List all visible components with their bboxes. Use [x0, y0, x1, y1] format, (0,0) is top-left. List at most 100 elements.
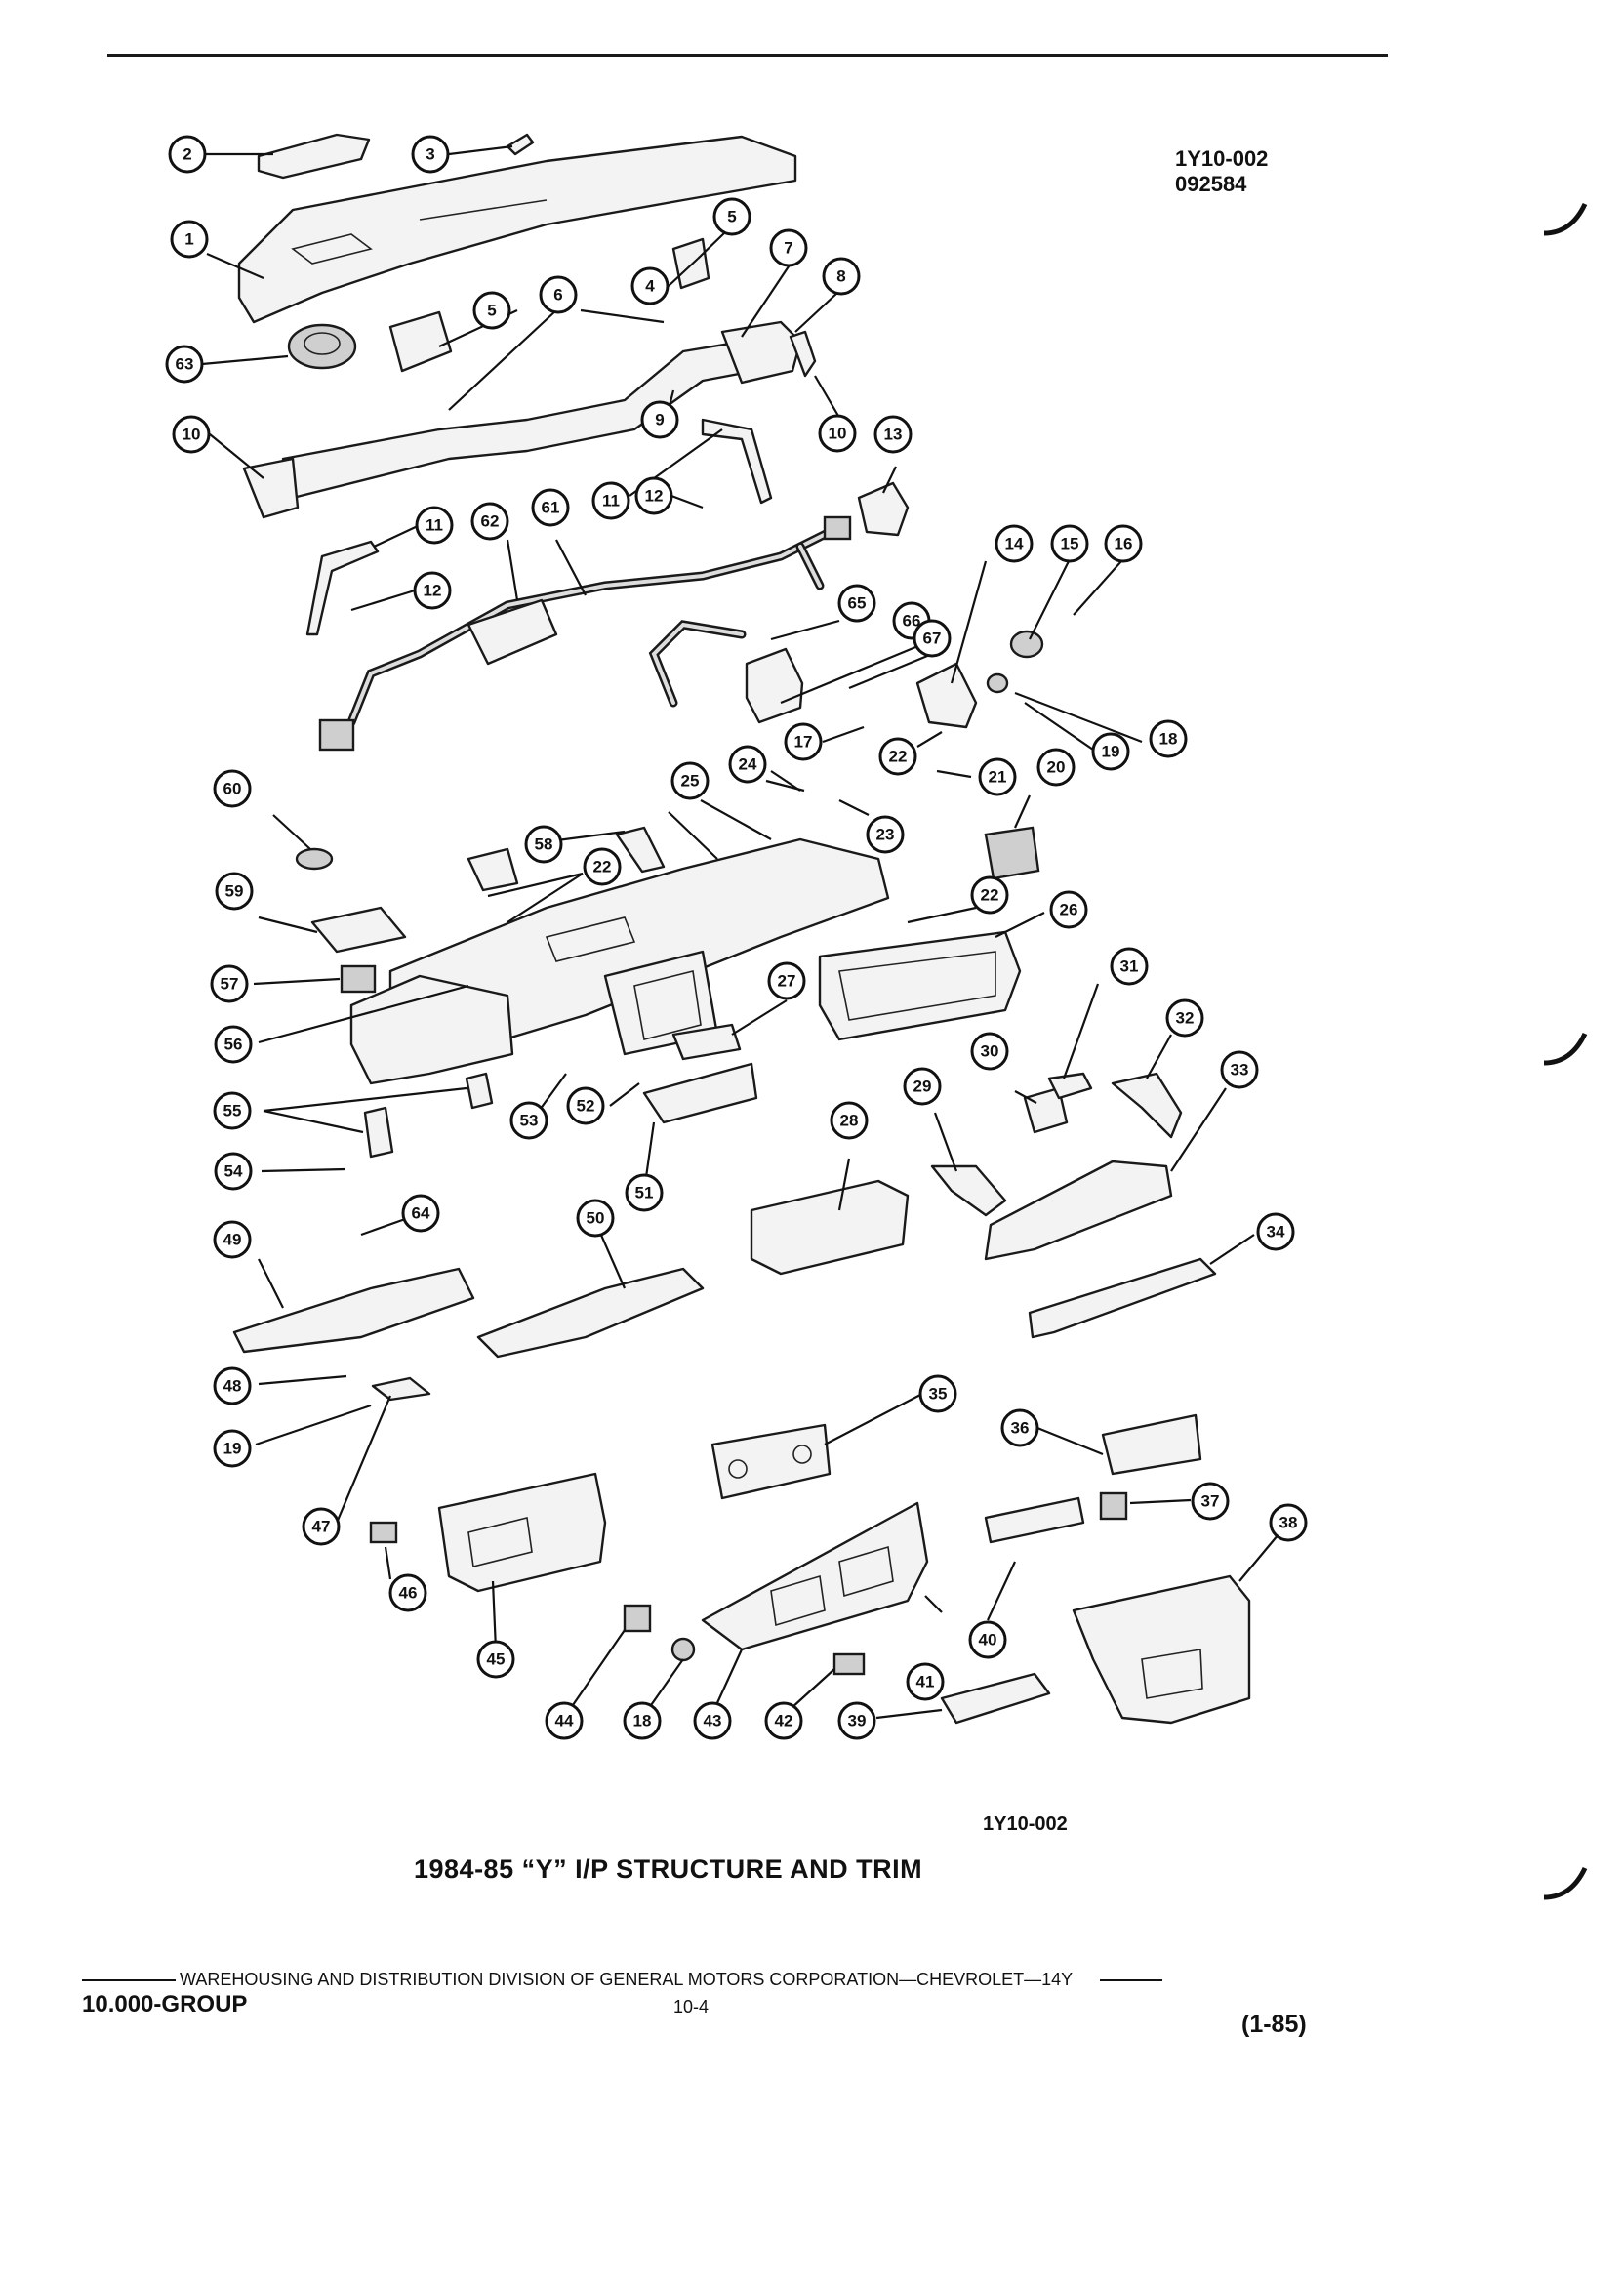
switch-20	[984, 826, 1040, 880]
beam-end-bracket-right	[720, 320, 802, 385]
part-drawings	[232, 133, 1251, 1725]
svg-text:57: 57	[221, 975, 239, 994]
footer-page-number: 10-4	[673, 1997, 710, 2016]
callout-23: 23	[866, 815, 905, 854]
svg-text:44: 44	[555, 1712, 574, 1730]
console-38	[1072, 1574, 1251, 1725]
svg-text:40: 40	[979, 1631, 997, 1649]
callout-31: 31	[1110, 947, 1149, 986]
svg-text:43: 43	[704, 1712, 722, 1730]
svg-text:24: 24	[739, 755, 757, 774]
svg-text:10: 10	[829, 425, 847, 443]
callout-16: 16	[1104, 524, 1143, 563]
svg-text:37: 37	[1201, 1492, 1220, 1511]
svg-text:41: 41	[916, 1673, 935, 1691]
instrument-panel-pad	[237, 135, 797, 324]
callout-52: 52	[566, 1086, 605, 1125]
callout-22-left: 22	[583, 847, 622, 886]
figure-title: 1984-85 “Y” I/P STRUCTURE AND TRIM	[414, 1854, 923, 1884]
callout-28: 28	[830, 1101, 869, 1140]
radio-35	[710, 1423, 832, 1500]
callout-29: 29	[903, 1067, 942, 1106]
brace-right	[701, 418, 773, 505]
callout-5-top: 5	[712, 197, 751, 236]
callout-53: 53	[509, 1101, 548, 1140]
callout-10-left: 10	[172, 415, 211, 454]
switch-37	[1099, 1491, 1128, 1521]
svg-text:13: 13	[884, 426, 903, 444]
callout-22-right: 22	[878, 737, 917, 776]
callout-60: 60	[213, 769, 252, 808]
knob-15	[1009, 630, 1044, 659]
drawing-code-block: 1Y10-002 092584	[1175, 146, 1268, 197]
harness-junction	[467, 598, 558, 666]
svg-text:63: 63	[176, 355, 194, 374]
svg-text:17: 17	[794, 733, 813, 752]
callout-55: 55	[213, 1091, 252, 1130]
callout-30: 30	[970, 1032, 1009, 1071]
callout-58: 58	[524, 825, 563, 864]
svg-text:9: 9	[655, 411, 664, 429]
callout-43: 43	[693, 1701, 732, 1740]
top-rule	[107, 54, 1388, 57]
callout-22-mid: 22	[970, 875, 1009, 915]
svg-text:36: 36	[1011, 1419, 1030, 1438]
footer-group: 10.000-GROUP	[82, 1991, 248, 2017]
drawing-date-code: 092584	[1175, 172, 1247, 196]
callout-35: 35	[918, 1374, 957, 1413]
svg-text:42: 42	[775, 1712, 793, 1730]
svg-text:29: 29	[914, 1078, 932, 1096]
callout-8: 8	[822, 257, 861, 296]
svg-text:5: 5	[487, 302, 496, 320]
callout-40: 40	[968, 1620, 1007, 1659]
bracket-14	[915, 662, 978, 729]
side-bracket-right	[789, 330, 817, 378]
plate-47	[371, 1376, 431, 1402]
callouts: 2 3 1 4 5 7 8 5 6 63 10 9 10 13 11 12 11…	[165, 135, 1308, 1740]
callout-33: 33	[1220, 1050, 1259, 1089]
svg-text:32: 32	[1176, 1009, 1195, 1028]
svg-text:34: 34	[1267, 1223, 1285, 1242]
callout-48: 48	[213, 1366, 252, 1405]
svg-text:4: 4	[645, 277, 655, 296]
callout-2: 2	[168, 135, 207, 174]
callout-11-left: 11	[415, 506, 454, 545]
switch-46	[369, 1521, 398, 1544]
svg-text:26: 26	[1060, 901, 1078, 919]
pad-screw	[506, 133, 535, 156]
glove-door-33	[984, 1160, 1173, 1261]
callout-12-left: 12	[413, 571, 452, 610]
callout-61: 61	[531, 488, 570, 527]
svg-text:15: 15	[1061, 535, 1079, 553]
svg-text:6: 6	[553, 286, 562, 305]
bracket-51	[642, 1062, 758, 1124]
svg-text:61: 61	[542, 499, 560, 517]
callout-49: 49	[213, 1220, 252, 1259]
svg-text:2: 2	[183, 145, 191, 164]
svg-text:35: 35	[929, 1385, 948, 1404]
callout-62: 62	[470, 502, 509, 541]
svg-text:58: 58	[535, 835, 553, 854]
bracket-29	[930, 1164, 1007, 1217]
callout-42: 42	[764, 1701, 803, 1740]
svg-text:31: 31	[1120, 957, 1139, 976]
svg-text:14: 14	[1005, 535, 1024, 553]
svg-text:27: 27	[778, 972, 796, 991]
cross-car-beam	[281, 335, 783, 500]
svg-text:22: 22	[593, 858, 612, 876]
plate-30	[1023, 1086, 1069, 1134]
bracket-58b	[615, 826, 666, 874]
svg-text:12: 12	[424, 582, 442, 600]
svg-text:30: 30	[981, 1042, 999, 1061]
svg-text:51: 51	[635, 1184, 654, 1202]
callout-4: 4	[630, 266, 670, 305]
svg-text:67: 67	[923, 630, 942, 648]
callout-7: 7	[769, 228, 808, 267]
callout-44: 44	[545, 1701, 584, 1740]
switch-57	[340, 964, 377, 994]
leader-lines	[201, 144, 1289, 1720]
callout-46: 46	[388, 1573, 427, 1612]
pad-cover	[257, 133, 371, 180]
callout-27: 27	[767, 961, 806, 1000]
